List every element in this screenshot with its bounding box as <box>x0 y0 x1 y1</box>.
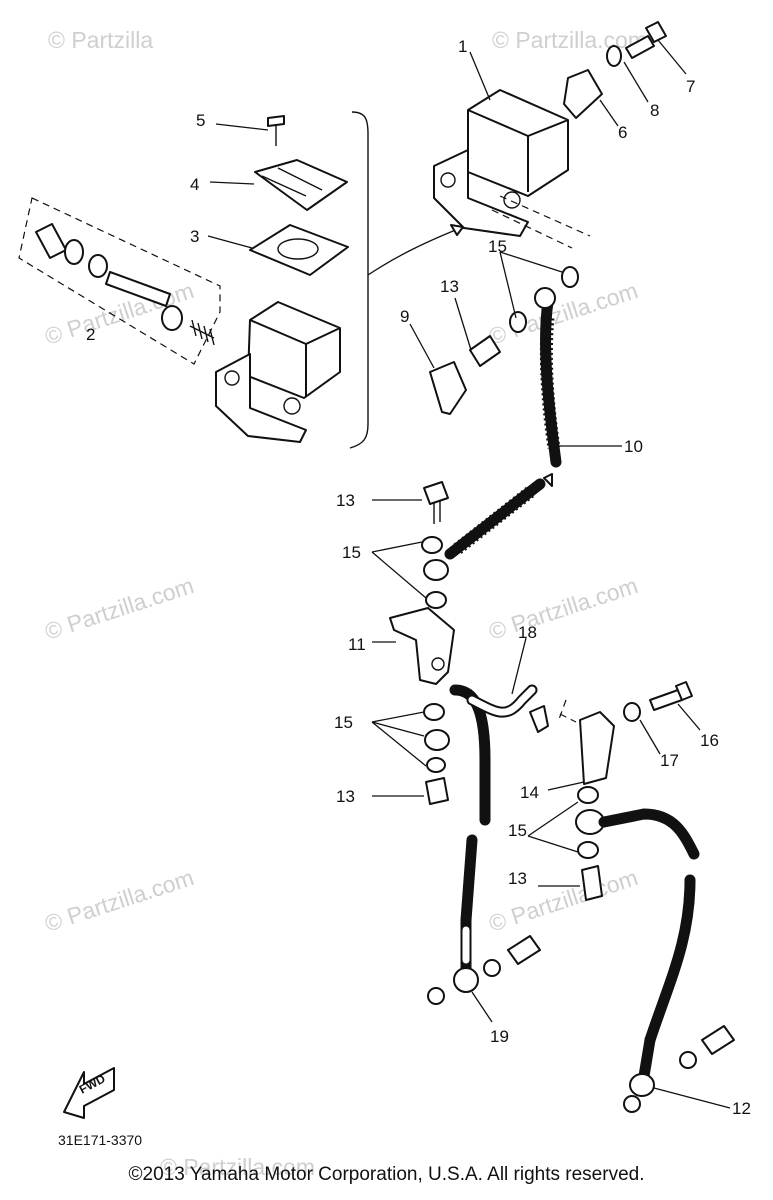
banjo-bolt-part-13 <box>423 481 449 505</box>
joint-part-11 <box>389 607 455 685</box>
diaphragm-part-3 <box>249 224 349 276</box>
callout-label: 8 <box>650 101 659 120</box>
master-cylinder-part-1 <box>467 89 569 197</box>
callout-label: 15 <box>508 821 527 840</box>
callout-label: 7 <box>686 77 695 96</box>
callout-label: 16 <box>700 731 719 750</box>
washer-part-8 <box>606 45 622 67</box>
washer-part-15 <box>561 266 579 288</box>
watermark: © Partzilla.com <box>486 572 641 645</box>
callout-label: 12 <box>732 1099 751 1118</box>
banjo-bolt-part-13 <box>425 777 449 805</box>
watermark: © Partzilla <box>48 27 153 53</box>
copyright-footer: ©2013 Yamaha Motor Corporation, U.S.A. A… <box>128 1164 645 1185</box>
brake-hose-part-19 <box>460 834 478 926</box>
watermark: © Partzilla.com <box>492 27 647 53</box>
washer-part-15 <box>509 311 527 333</box>
callout-label: 13 <box>440 277 459 296</box>
right-joint-assembly <box>557 681 700 1046</box>
bolt-part-16 <box>649 689 683 711</box>
callout-labels: 1 2 3 4 5 6 7 8 9 10 11 12 13 13 13 13 1… <box>86 37 751 1118</box>
watermark: © Partzilla.com <box>160 1154 315 1180</box>
watermark: © Partzilla.com <box>42 864 197 937</box>
callout-label: 13 <box>508 869 527 888</box>
banjo-bolt-part-13 <box>469 335 501 367</box>
callout-label: 15 <box>342 543 361 562</box>
callout-label: 19 <box>490 1027 509 1046</box>
callout-label: 17 <box>660 751 679 770</box>
callout-label: 18 <box>518 623 537 642</box>
callout-label: 15 <box>488 237 507 256</box>
callout-label: 5 <box>196 111 205 130</box>
leader-lines <box>207 39 731 1109</box>
assembled-master-cylinder <box>433 21 667 249</box>
watermark: © Partzilla.com <box>42 572 197 645</box>
callout-label: 3 <box>190 227 199 246</box>
callout-label: 14 <box>520 783 539 802</box>
master-cylinder-body <box>247 301 341 399</box>
exploded-master-cylinder <box>18 111 464 449</box>
holder-part-6 <box>563 69 603 119</box>
bolt-part-7 <box>625 35 655 59</box>
upper-hose-assembly <box>421 266 579 609</box>
callout-label: 13 <box>336 491 355 510</box>
nut-part-17 <box>623 702 641 722</box>
screw-part-5 <box>267 115 285 127</box>
fwd-arrow-icon: FWD <box>63 1067 115 1119</box>
callout-label: 11 <box>348 635 366 654</box>
union-part-9 <box>429 361 467 415</box>
callout-label: 15 <box>334 713 353 732</box>
callout-label: 4 <box>190 175 199 194</box>
joint-and-pipe <box>389 607 549 826</box>
diagram-code: 31E171-3370 <box>58 1132 143 1148</box>
cap-part-4 <box>254 159 348 211</box>
banjo-bolt-part-13 <box>581 865 603 901</box>
callout-label: 13 <box>336 787 355 806</box>
callout-label: 10 <box>624 437 643 456</box>
callout-label: 9 <box>400 307 409 326</box>
lower-hoses <box>427 834 735 1113</box>
watermarks: © Partzilla © Partzilla.com © Partzilla.… <box>42 27 647 1180</box>
callout-label: 2 <box>86 325 95 344</box>
brake-hose-part-12 <box>638 1034 656 1082</box>
callout-label: 6 <box>618 123 627 142</box>
piston-kit-box <box>18 197 221 365</box>
callout-label: 1 <box>458 37 467 56</box>
joint-part-14 <box>579 711 615 785</box>
